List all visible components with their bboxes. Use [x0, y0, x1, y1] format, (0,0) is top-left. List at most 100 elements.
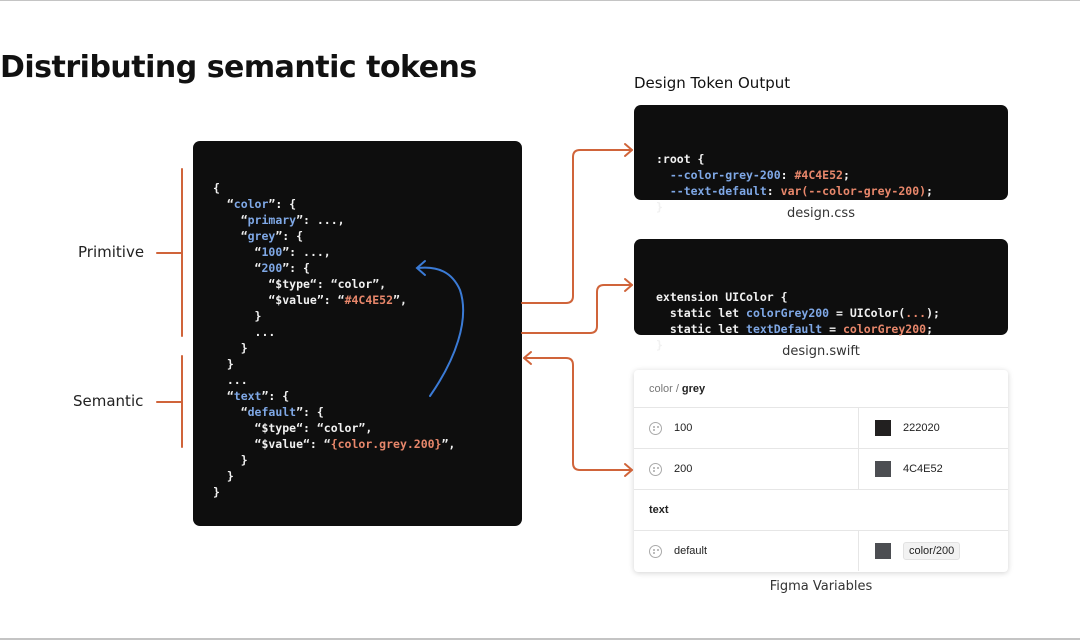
json-code-lines: { “color”: { “primary”: ..., “grey”: { “…: [213, 180, 522, 500]
code-value: var(--color-grey-200): [780, 184, 927, 198]
code-text: }: [213, 453, 248, 467]
code-line: :root {: [656, 151, 1008, 167]
code-text: ”,: [393, 293, 407, 307]
code-line: “primary”: ...,: [213, 212, 522, 228]
code-value: {color.grey.200}: [330, 437, 442, 451]
code-line: --color-grey-200: #4C4E52;: [656, 167, 1008, 183]
code-text: “$type“: “color”,: [213, 421, 373, 435]
code-text: ;: [926, 184, 933, 198]
code-text: }: [213, 485, 220, 499]
code-key: primary: [247, 213, 297, 227]
code-value: ...: [905, 306, 927, 320]
code-text: “: [213, 405, 248, 419]
palette-icon: [649, 544, 662, 558]
variable-value[interactable]: 222020: [903, 422, 940, 434]
code-text: }: [656, 338, 663, 352]
page-title: Distributing semantic tokens: [0, 50, 477, 85]
code-text: “: [213, 213, 248, 227]
code-key: --color-grey-200: [656, 168, 781, 182]
code-text: ”: {: [282, 261, 310, 275]
palette-icon: [649, 421, 662, 435]
code-line: static let textDefault = colorGrey200;: [656, 321, 1008, 337]
code-line: “100”: ...,: [213, 244, 522, 260]
code-text: }: [213, 357, 234, 371]
code-line: }: [656, 337, 1008, 353]
code-line: extension UIColor {: [656, 289, 1008, 305]
code-line: “color”: {: [213, 196, 522, 212]
figma-breadcrumb: color / grey: [634, 370, 1008, 407]
code-key: --text-default: [656, 184, 767, 198]
code-line: }: [213, 308, 522, 324]
code-line: “$type“: “color”,: [213, 276, 522, 292]
arrowhead-figma: [624, 463, 633, 477]
palette-icon: [649, 462, 662, 476]
code-text: ”: ...,: [296, 213, 345, 227]
arrowhead-json: [523, 351, 532, 365]
connector-to-css: [521, 149, 633, 304]
variable-name: default: [674, 545, 708, 557]
code-text: :: [766, 184, 781, 198]
code-key: 200: [261, 261, 283, 275]
connector-to-figma: [523, 357, 633, 471]
color-swatch[interactable]: [875, 461, 891, 477]
variable-group-header: text: [634, 489, 1008, 530]
code-text: = UIColor(: [829, 306, 906, 320]
top-divider: [0, 0, 1080, 1]
code-text: “: [213, 261, 262, 275]
code-text: “: [213, 389, 234, 403]
code-text: ...: [213, 325, 276, 339]
code-text: “$value”: “: [213, 293, 345, 307]
code-text: }: [656, 200, 663, 214]
code-value: #4C4E52: [794, 168, 843, 182]
swift-caption: design.swift: [782, 344, 860, 359]
code-text: ...: [213, 373, 248, 387]
variable-row[interactable]: 200 4C4E52: [634, 448, 1008, 489]
code-line: --text-default: var(--color-grey-200);: [656, 183, 1008, 199]
arrowhead-css: [624, 143, 633, 157]
code-text: ”: ...,: [282, 245, 331, 259]
swift-code-lines: extension UIColor { static let colorGrey…: [656, 289, 1008, 353]
code-key: text: [233, 389, 262, 403]
code-value: #4C4E52: [344, 293, 394, 307]
code-text: static let: [656, 306, 747, 320]
code-line: “200”: {: [213, 260, 522, 276]
code-text: ”: {: [261, 389, 290, 403]
code-text: extension UIColor {: [656, 290, 788, 304]
code-text: “: [213, 245, 262, 259]
color-swatch[interactable]: [875, 420, 891, 436]
code-text: :root {: [656, 152, 705, 166]
code-text: }: [213, 309, 262, 323]
variable-row[interactable]: 100 222020: [634, 407, 1008, 448]
code-key: default: [247, 405, 297, 419]
code-line: }: [213, 468, 522, 484]
code-text: }: [213, 469, 234, 483]
code-key: textDefault: [746, 322, 823, 336]
color-swatch[interactable]: [875, 543, 891, 559]
code-key: colorGrey200: [746, 306, 830, 320]
code-text: ”: {: [268, 197, 297, 211]
breadcrumb-separator: /: [675, 382, 679, 395]
code-line: “$type“: “color”,: [213, 420, 522, 436]
code-line: {: [213, 180, 522, 196]
code-line: }: [213, 452, 522, 468]
code-line: }: [656, 199, 1008, 215]
code-text: “$value“: “: [213, 437, 331, 451]
code-text: ;: [842, 168, 850, 182]
variable-value[interactable]: 4C4E52: [903, 463, 943, 475]
code-text: static let: [656, 322, 747, 336]
swift-output-card: extension UIColor { static let colorGrey…: [634, 239, 1008, 352]
code-value: colorGrey200: [842, 322, 927, 336]
figma-caption: Figma Variables: [769, 579, 873, 594]
code-text: ”: {: [296, 405, 324, 419]
variable-row[interactable]: default color/200: [634, 530, 1008, 571]
group-name: text: [649, 504, 669, 516]
css-code-lines: :root { --color-grey-200: #4C4E52; --tex…: [656, 151, 1008, 215]
code-key: 100: [261, 245, 283, 259]
breadcrumb-parent[interactable]: color: [649, 382, 673, 395]
code-line: “$value”: “#4C4E52”,: [213, 292, 522, 308]
code-line: “$value“: “{color.grey.200}”,: [213, 436, 522, 452]
alias-pill[interactable]: color/200: [903, 542, 961, 560]
output-section-title: Design Token Output: [634, 74, 791, 92]
code-key: color: [233, 197, 269, 211]
code-text: “$type“: “color”,: [213, 277, 387, 291]
